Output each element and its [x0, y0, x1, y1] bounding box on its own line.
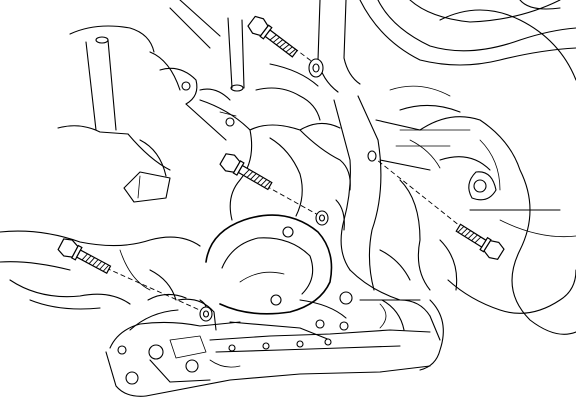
upper-pipes	[169, 0, 361, 93]
bolt-top	[247, 15, 298, 58]
bolt-holes	[199, 58, 377, 322]
transaxle-housing	[0, 25, 441, 341]
guide-middle	[265, 185, 321, 217]
guide-lower	[105, 267, 205, 313]
guide-right	[371, 155, 461, 227]
hole-right	[367, 150, 377, 162]
bolt-lower-left	[57, 238, 112, 274]
bolt-right	[455, 223, 505, 260]
bolt-upper-middle	[219, 153, 273, 191]
guide-lines	[105, 47, 461, 313]
right-background	[359, 0, 576, 335]
lower-bracket	[105, 293, 444, 397]
